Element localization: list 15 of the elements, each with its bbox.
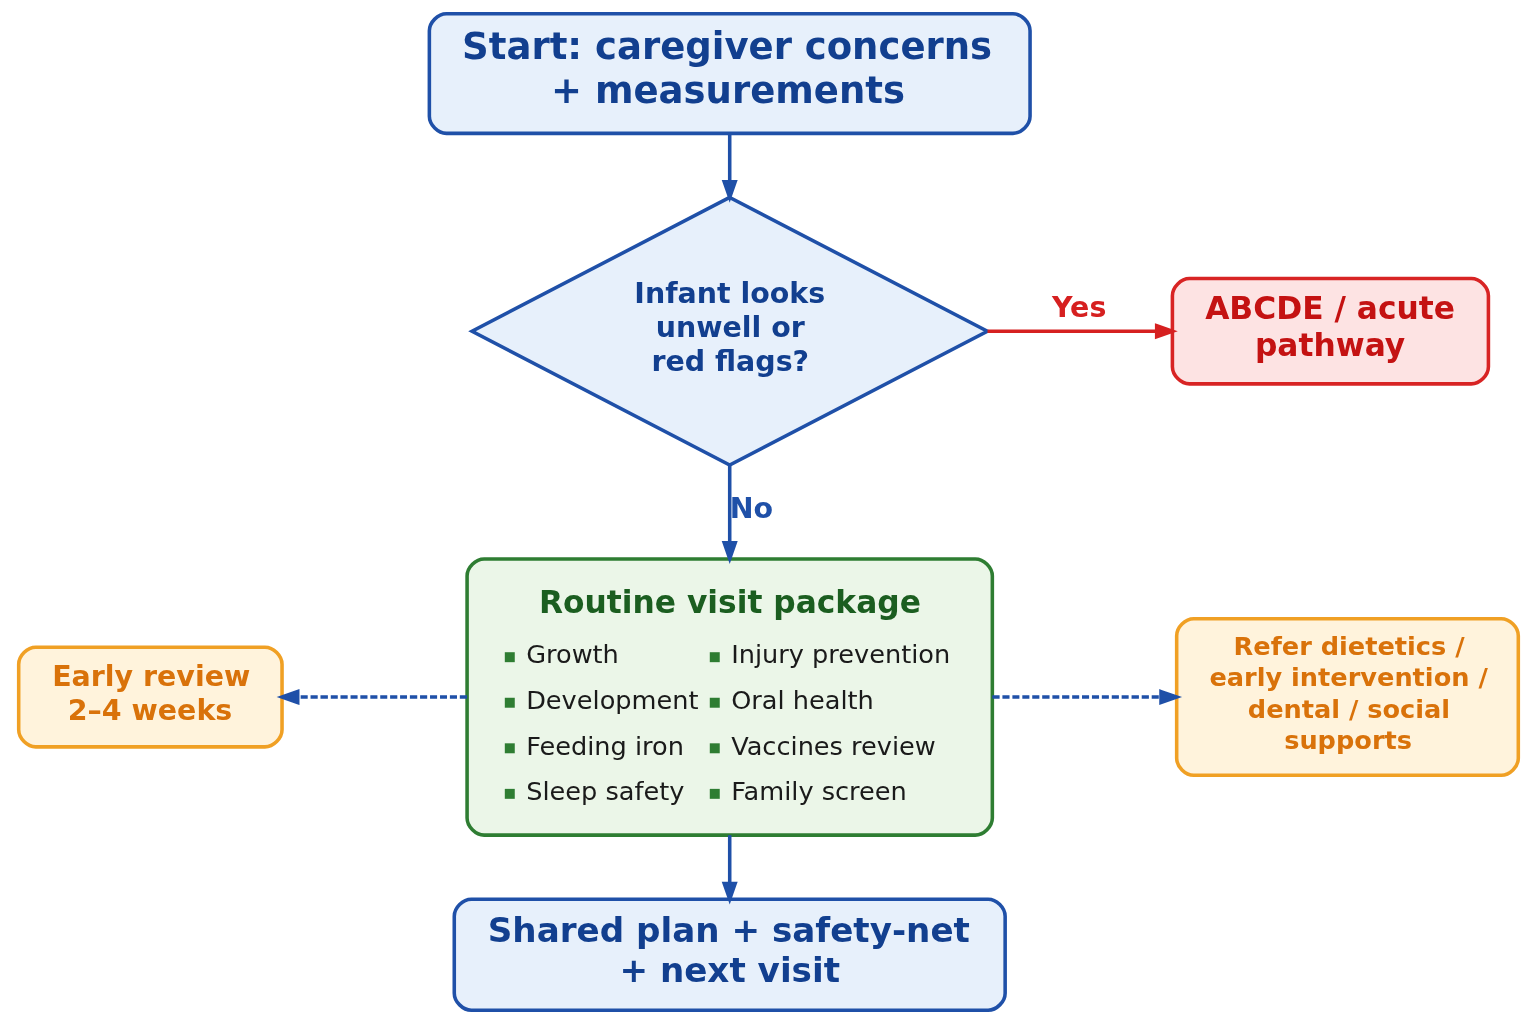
edge-label: No xyxy=(729,491,773,525)
node-box: Shared plan + safety-net + next visit xyxy=(452,897,1007,1012)
arrow xyxy=(276,689,467,706)
arrow xyxy=(987,323,1178,340)
node-box: ABCDE / acute pathway xyxy=(1170,276,1490,386)
arrow xyxy=(721,465,738,564)
node-box: Refer dietetics / early intervention / dental / social supports xyxy=(1174,617,1520,778)
arrow xyxy=(991,689,1182,706)
node-box: Early review 2–4 weeks xyxy=(16,645,284,749)
node-box: Routine visit package Growth Injury prevention Development Oral health Feeding iron Vaccines review Sleep safety Family screen xyxy=(464,557,994,837)
node-box: Start: caregiver concerns + measurements xyxy=(427,12,1032,136)
arrow xyxy=(721,835,738,905)
arrow xyxy=(721,133,738,203)
edge-label: Yes xyxy=(1051,290,1106,324)
node-diamond: Infant looks unwell or red flags? xyxy=(467,195,991,468)
